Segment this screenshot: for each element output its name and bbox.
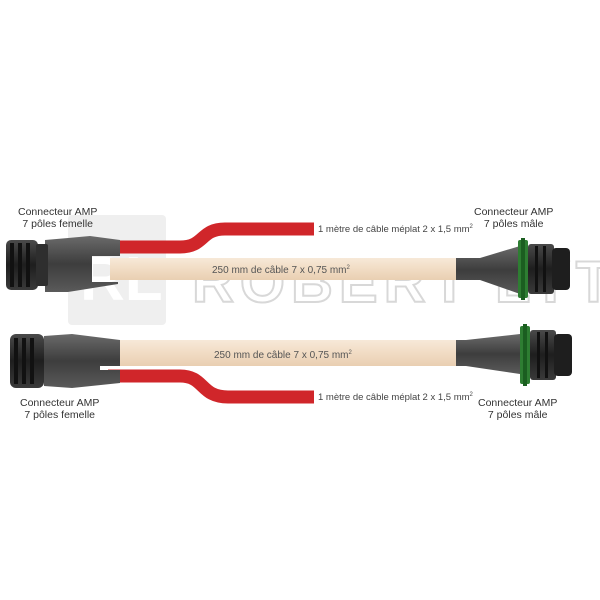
beige-round-cable: [110, 258, 480, 280]
right-overmold: [456, 334, 520, 374]
red-cable-label: 1 mètre de câble méplat 2 x 1,5 mm2: [318, 224, 474, 235]
top-right-connector-label: Connecteur AMP 7 pôles mâle: [474, 206, 554, 230]
amp-male-connector-icon: [520, 324, 572, 386]
red-flat-cable: [108, 369, 314, 404]
assembly-bottom: 250 mm de câble 7 x 0,75 mm2 1 mètre de …: [10, 324, 572, 404]
left-overmold: [45, 236, 120, 292]
red-cable-label: 1 mètre de câble méplat 2 x 1,5 mm2: [318, 392, 474, 403]
left-overmold: [44, 334, 120, 388]
amp-male-connector-icon: [518, 238, 570, 300]
amp-female-connector-icon: [6, 240, 48, 290]
right-overmold: [456, 246, 520, 294]
top-left-connector-label: Connecteur AMP 7 pôles femelle: [18, 206, 98, 230]
beige-round-cable: [110, 340, 466, 366]
beige-cable-label: 250 mm de câble 7 x 0,75 mm2: [212, 265, 351, 276]
red-flat-cable: [100, 222, 314, 254]
bottom-right-connector-label: Connecteur AMP 7 pôles mâle: [478, 397, 558, 421]
bottom-left-connector-label: Connecteur AMP 7 pôles femelle: [20, 397, 100, 421]
assembly-top: 1 mètre de câble méplat 2 x 1,5 mm2 250 …: [6, 222, 570, 300]
beige-cable-label: 250 mm de câble 7 x 0,75 mm2: [214, 350, 353, 361]
amp-female-connector-icon: [10, 334, 44, 388]
